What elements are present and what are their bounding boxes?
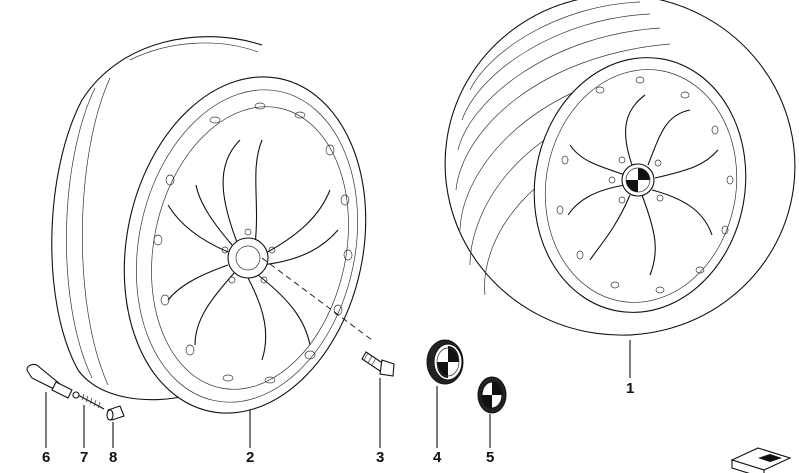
callout-8: 8 [109,449,118,466]
valve-part-6[interactable] [26,363,73,399]
callout-5: 5 [486,449,495,466]
rim-part-2[interactable] [51,36,396,436]
callout-2: 2 [246,449,255,466]
hub-cap-part-4[interactable] [426,339,464,385]
callout-6: 6 [42,449,51,466]
valve-cap-part-8[interactable] [106,405,125,421]
emblem-part-5[interactable] [477,376,507,414]
complete-wheel-part-1[interactable] [423,0,799,358]
callout-4: 4 [433,449,442,466]
leader-lines [45,340,631,448]
wheel-bolt-part-3[interactable] [361,351,395,377]
assembly-line [261,257,373,341]
callout-1: 1 [626,380,635,397]
valve-core-part-7[interactable] [72,391,105,410]
callout-3: 3 [376,449,385,466]
callout-7: 7 [80,449,89,466]
catalog-corner-icon [730,447,792,473]
